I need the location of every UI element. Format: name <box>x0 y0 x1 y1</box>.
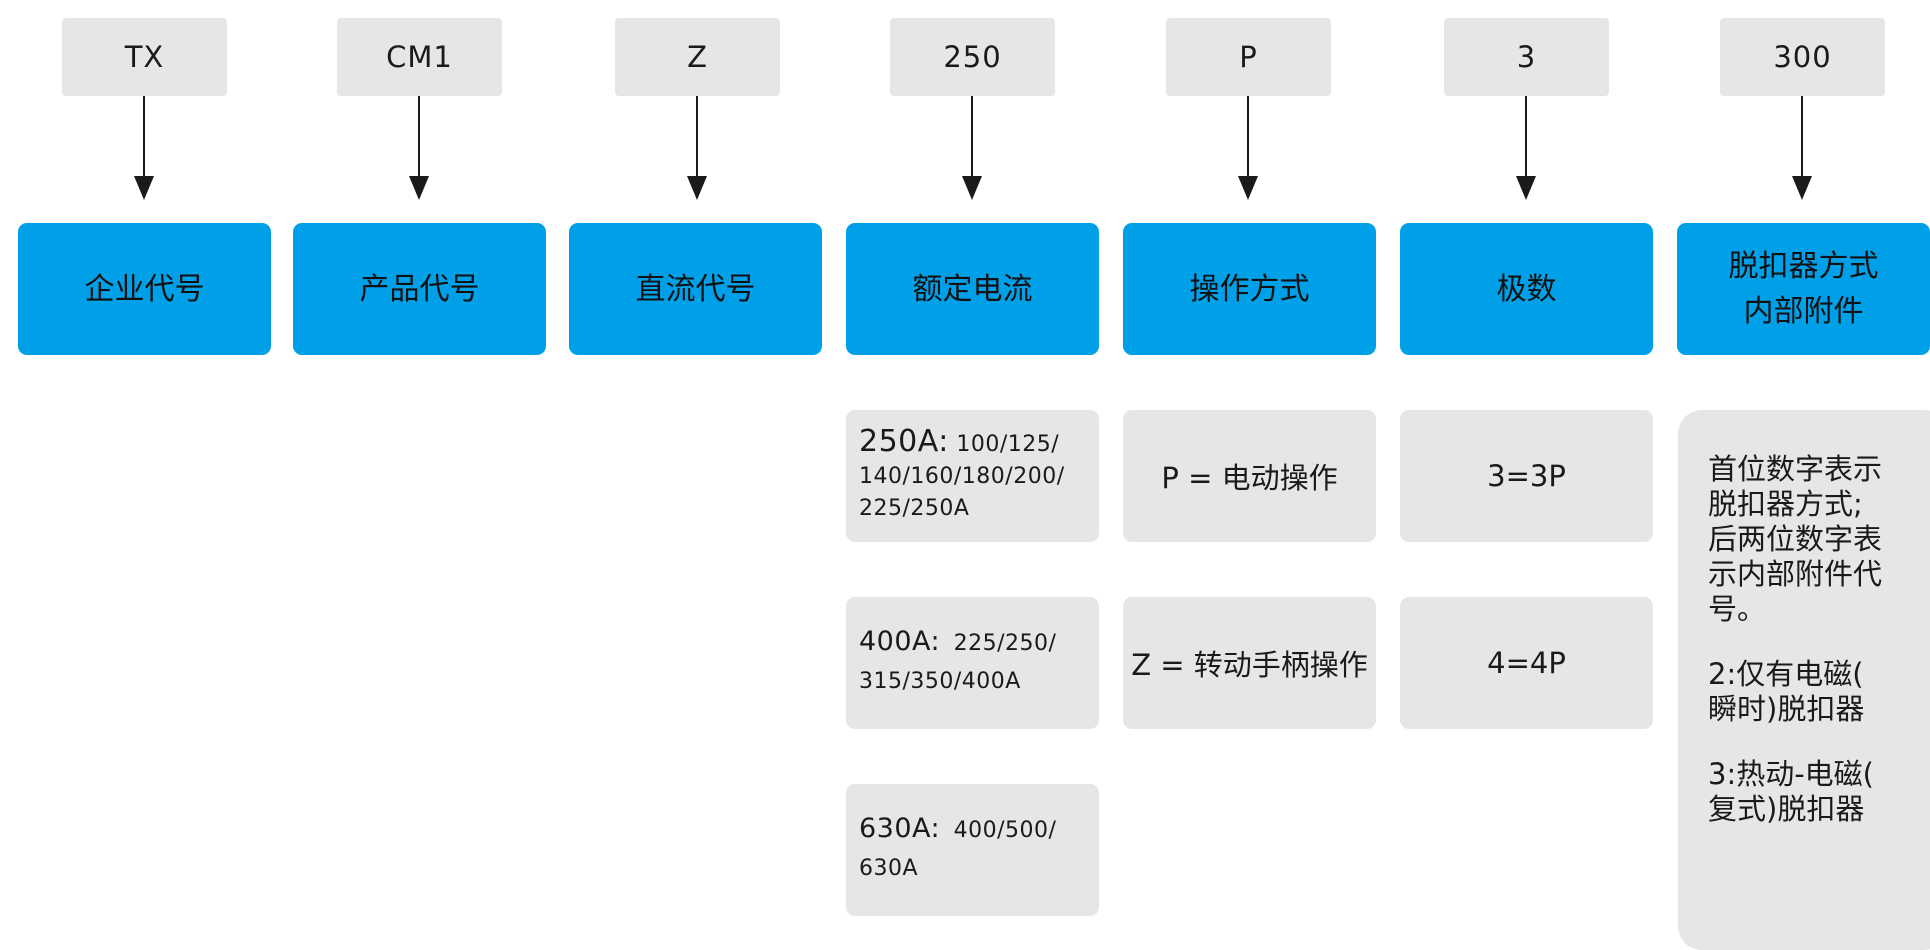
code-box-dc: Z <box>615 18 780 96</box>
current-values: 140/160/180/200/ 225/250A <box>859 464 1065 521</box>
code-box-release: 300 <box>1720 18 1885 96</box>
label-text: 极数 <box>1496 271 1557 307</box>
option-text: Z = 转动手柄操作 <box>1131 648 1368 682</box>
code-text: CM1 <box>386 40 453 74</box>
option-text: 4=4P <box>1487 646 1566 680</box>
down-arrow-icon <box>134 96 154 200</box>
operation-option-handle: Z = 转动手柄操作 <box>1123 597 1376 729</box>
label-text: 操作方式 <box>1189 271 1310 307</box>
current-values: 100/125/ <box>956 432 1060 457</box>
code-box-enterprise: TX <box>62 18 227 96</box>
label-text: 额定电流 <box>912 271 1033 307</box>
pole-option-4p: 4=4P <box>1400 597 1653 729</box>
separator: : <box>930 813 941 844</box>
frame-current: 630A <box>859 813 931 844</box>
down-arrow-icon <box>409 96 429 200</box>
current-values: 315/350/400A <box>859 669 1021 694</box>
code-text: Z <box>687 40 708 74</box>
frame-current: 250A <box>859 424 939 459</box>
option-text: 3=3P <box>1487 459 1566 493</box>
down-arrow-icon <box>962 96 982 200</box>
note-paragraph: 2:仅有电磁( 瞬时)脱扣器 <box>1708 657 1865 726</box>
label-text: 直流代号 <box>635 271 756 307</box>
code-text: TX <box>124 40 165 74</box>
release-type-notes: 首位数字表示 脱扣器方式; 后两位数字表 示内部附件代 号。 2:仅有电磁( 瞬… <box>1678 410 1930 950</box>
label-rated-current: 额定电流 <box>846 223 1099 355</box>
note-paragraph: 首位数字表示 脱扣器方式; 后两位数字表 示内部附件代 号。 <box>1708 452 1883 626</box>
label-text: 产品代号 <box>359 271 480 307</box>
code-text: P <box>1239 40 1258 74</box>
down-arrow-icon <box>1516 96 1536 200</box>
rated-current-option-250: 250A: 100/125/ 140/160/180/200/ 225/250A <box>846 410 1099 542</box>
code-text: 250 <box>943 40 1002 74</box>
code-box-product: CM1 <box>337 18 502 96</box>
code-text: 3 <box>1516 40 1537 74</box>
label-text: 脱扣器方式 内部附件 <box>1728 249 1879 329</box>
down-arrow-icon <box>1792 96 1812 200</box>
down-arrow-icon <box>1238 96 1258 200</box>
code-box-rated-current: 250 <box>890 18 1055 96</box>
current-values: 630A <box>859 856 919 881</box>
note-paragraph: 3:热动-电磁( 复式)脱扣器 <box>1708 757 1874 826</box>
code-box-poles: 3 <box>1444 18 1609 96</box>
current-values: 225/250/ <box>953 631 1057 656</box>
pole-option-3p: 3=3P <box>1400 410 1653 542</box>
code-text: 300 <box>1773 40 1832 74</box>
separator: : <box>930 626 941 657</box>
label-enterprise-code: 企业代号 <box>18 223 271 355</box>
label-text: 企业代号 <box>84 271 205 307</box>
frame-current: 400A <box>859 626 931 657</box>
label-product-code: 产品代号 <box>293 223 546 355</box>
label-operation-mode: 操作方式 <box>1123 223 1376 355</box>
current-values: 400/500/ <box>953 818 1057 843</box>
label-dc-code: 直流代号 <box>569 223 822 355</box>
label-release-type: 脱扣器方式 内部附件 <box>1677 223 1930 355</box>
code-box-operation: P <box>1166 18 1331 96</box>
operation-option-electric: P = 电动操作 <box>1123 410 1376 542</box>
rated-current-option-400: 400A: 225/250/ 315/350/400A <box>846 597 1099 729</box>
rated-current-option-630: 630A: 400/500/ 630A <box>846 784 1099 916</box>
label-poles: 极数 <box>1400 223 1653 355</box>
separator: : <box>938 424 949 459</box>
option-text: P = 电动操作 <box>1161 461 1338 495</box>
down-arrow-icon <box>687 96 707 200</box>
